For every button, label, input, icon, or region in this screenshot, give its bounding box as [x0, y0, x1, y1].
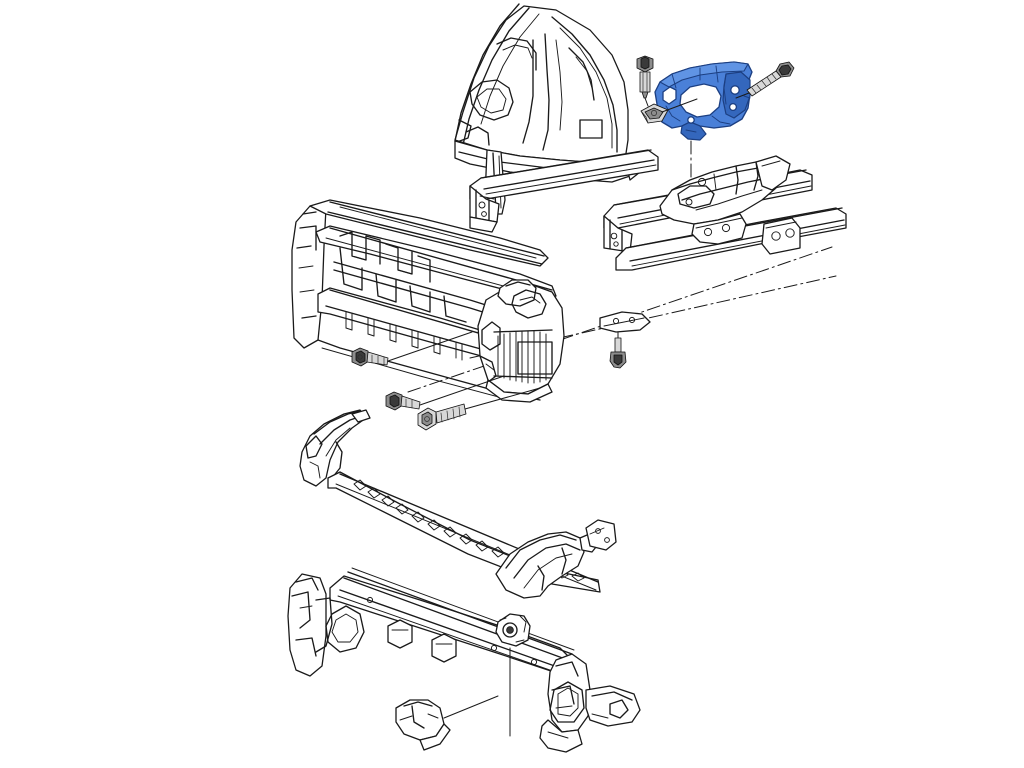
bonnet-latch[interactable] [495, 613, 531, 647]
bolt-plate-fastener[interactable] [609, 331, 627, 369]
small-angle-bracket [585, 519, 617, 551]
lower-reinforcement-bracket [395, 699, 451, 751]
leader-lower-bracket [443, 695, 499, 719]
headlight-housing [477, 279, 565, 403]
hex-flange-bolt-upper[interactable] [636, 55, 654, 99]
lower-crossmember [287, 567, 641, 753]
bracket-center-opening [679, 83, 722, 118]
bracket-bolt-hole-1 [730, 85, 740, 95]
side-member-rail [469, 149, 659, 233]
bolt-a[interactable] [351, 347, 389, 367]
suspension-turret [659, 155, 791, 245]
bracket-bolt-hole-2 [728, 102, 738, 112]
bumper-bracket-left [299, 409, 371, 487]
bolt-b[interactable] [385, 391, 421, 411]
bolt-c[interactable] [417, 403, 467, 431]
bracket-top-flange [659, 61, 749, 88]
leader-bolt-b [419, 375, 505, 406]
bracket-bolt-hole-3 [687, 116, 695, 124]
headlight-mounting-bracket[interactable] [654, 61, 753, 141]
leader-bolt-a [387, 331, 473, 362]
leader-bolt-upper [644, 97, 649, 107]
leader-clip [661, 98, 698, 113]
bracket-left-opening [662, 86, 677, 105]
leader-bolt-c [464, 387, 541, 410]
leader-screw [735, 92, 750, 99]
retaining-clip[interactable] [640, 103, 669, 124]
small-mounting-plate [599, 311, 651, 333]
threaded-screw-right[interactable] [746, 61, 795, 97]
